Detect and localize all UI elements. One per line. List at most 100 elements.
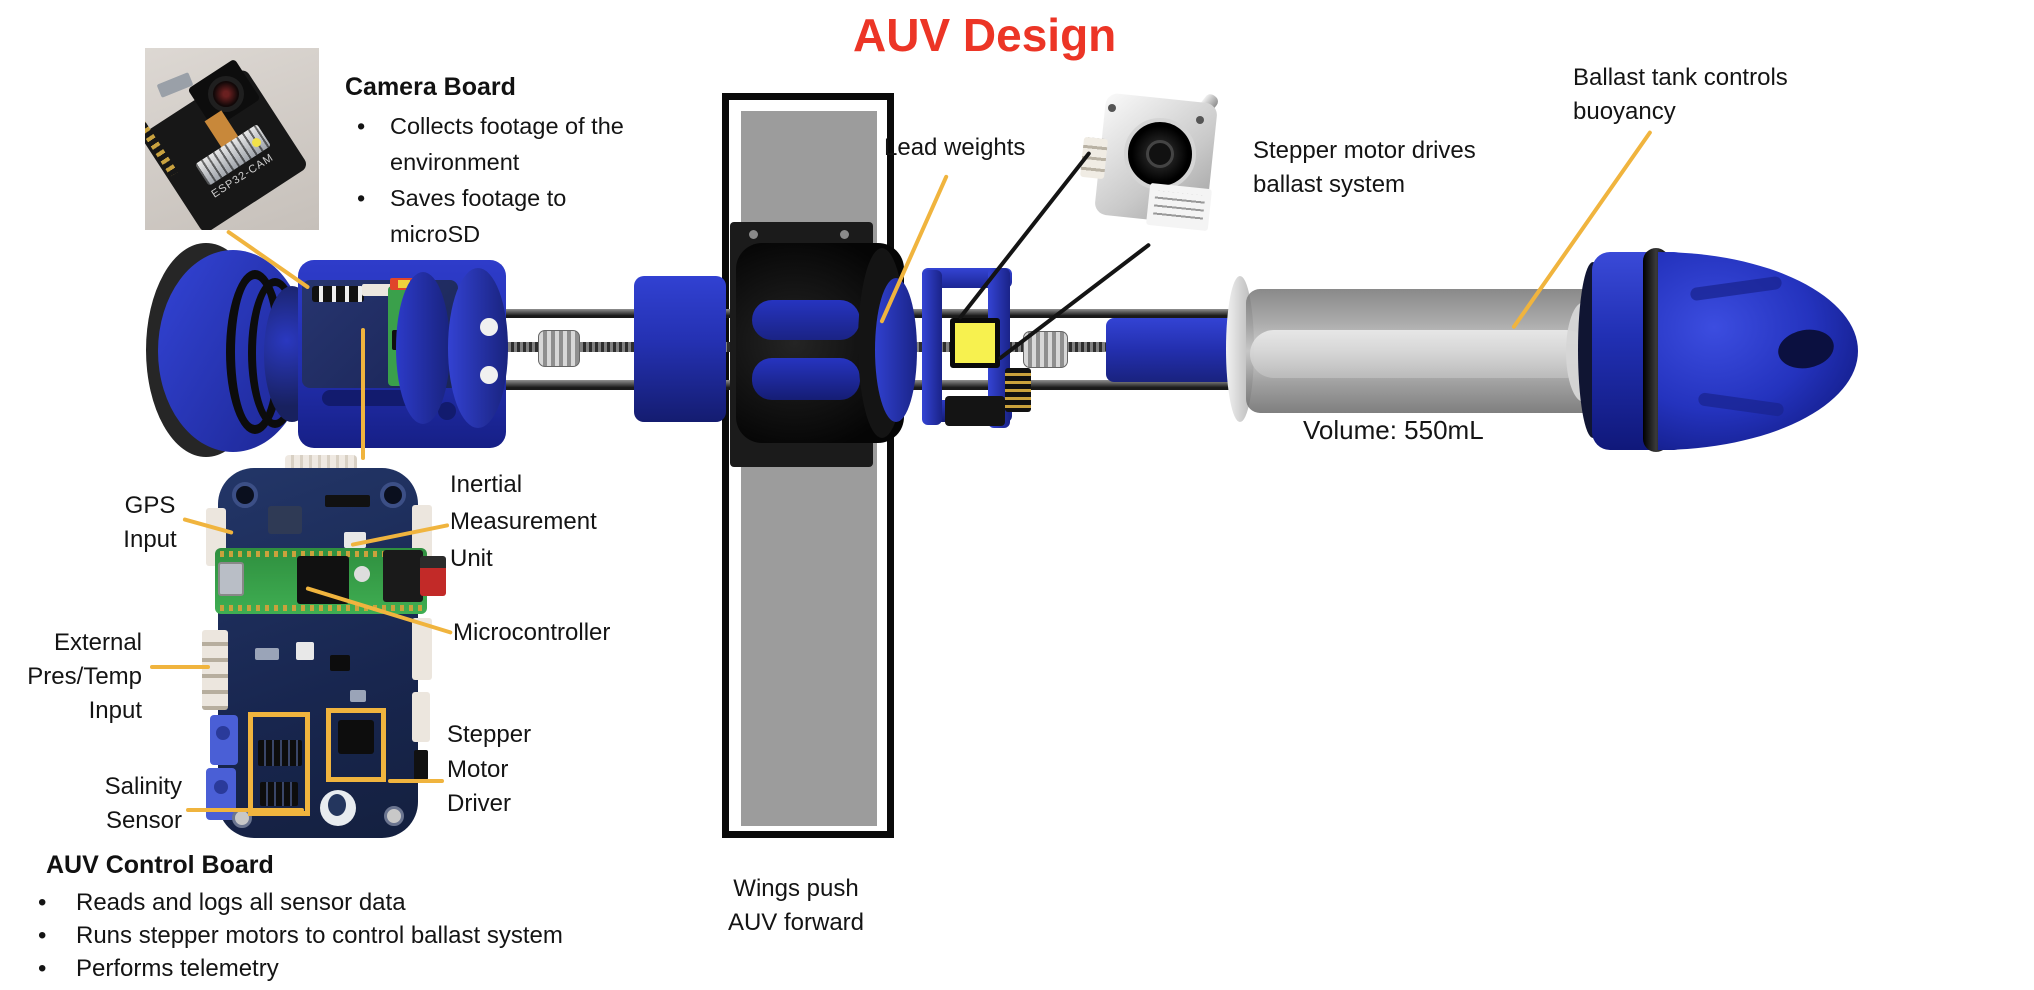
- terminal-block-1: [210, 715, 238, 765]
- label-line: Stepper: [447, 721, 532, 748]
- control-bullet-1: Reads and logs all sensor data: [30, 886, 670, 919]
- stepper-screw-2: [1196, 116, 1204, 124]
- prestemp-port-connector: [202, 630, 228, 710]
- board-right-black-connector: [414, 750, 428, 780]
- stepper-motor-base: [945, 396, 1005, 426]
- hub-slot-top: [752, 300, 860, 340]
- shaft-coupler-right: [1023, 331, 1068, 368]
- label-line: Salinity: [104, 773, 182, 800]
- microsd-card: [420, 556, 446, 596]
- stepper-driver-callout-line: [388, 779, 444, 783]
- stepper-screw-1: [1108, 104, 1116, 112]
- label-line: Motor: [447, 755, 509, 783]
- board-small-chip-1: [255, 648, 279, 660]
- control-board-heading: AUV Control Board: [46, 851, 274, 879]
- board-screw-bottom-right: [384, 806, 404, 826]
- label-line: Wings push: [733, 875, 859, 902]
- syringe-inner-barrel: [1250, 330, 1590, 378]
- label-stepper-motor: Stepper motor drives ballast system: [1253, 134, 1476, 202]
- camera-led: [252, 138, 261, 147]
- label-imu: Inertial Measurement Unit: [450, 466, 597, 577]
- label-line: Input: [88, 697, 142, 724]
- control-bullet-3: Performs telemetry: [30, 952, 670, 985]
- stepper-label-textlines: [1152, 190, 1206, 224]
- label-stepper-driver: Stepper Motor Driver: [447, 718, 531, 822]
- stepper-photo: [1079, 82, 1232, 252]
- label-line: AUV forward: [727, 909, 865, 936]
- label-line: Unit: [450, 545, 493, 572]
- label-gps-input: GPS Input: [105, 489, 195, 557]
- sled-hole-2: [438, 402, 456, 420]
- limit-sensor-pcb: [1005, 368, 1031, 412]
- camera-bullet-1: Collects footage of the environment: [345, 108, 635, 180]
- control-bullet-2: Runs stepper motors to control ballast s…: [30, 919, 670, 952]
- stepper-label: [1145, 182, 1213, 232]
- board-pin-header: [325, 495, 370, 507]
- label-line: GPS: [124, 492, 176, 519]
- camera-board-bullets: Collects footage of the environment Save…: [345, 108, 635, 252]
- sled-pcb-header: [312, 286, 364, 302]
- board-sd-socket: [268, 506, 302, 534]
- label-line: Measurement: [450, 508, 597, 535]
- microsd-socket: [383, 550, 423, 602]
- stepper-callout-line-1: [957, 150, 1092, 321]
- label-line: Input: [123, 526, 177, 553]
- label-ballast-tank: Ballast tank controls buoyancy: [1573, 61, 1788, 129]
- teensy-usb: [218, 562, 244, 596]
- sled-slot: [322, 390, 412, 406]
- control-board-section: AUV Control Board Reads and logs all sen…: [30, 850, 670, 985]
- standoff-2: [480, 366, 498, 384]
- terminal-screw-2: [214, 780, 228, 794]
- board-hole-top-right: [380, 482, 406, 508]
- camera-lens: [208, 76, 244, 112]
- board-small-chip-2: [330, 655, 350, 671]
- label-line: Sensor: [105, 807, 182, 834]
- board-right-connector-low: [412, 692, 430, 742]
- label-wings: Wings push AUV forward: [700, 872, 892, 940]
- label-line: ballast system: [1253, 171, 1406, 198]
- board-small-chip-3: [350, 690, 366, 702]
- bulkhead-disc-1: [396, 272, 450, 424]
- label-line: Driver: [447, 790, 511, 817]
- label-volume: Volume: 550mL: [1303, 415, 1484, 445]
- camera-board-heading: Camera Board: [345, 73, 516, 101]
- teensy-button: [354, 566, 370, 582]
- salinity-chip-1: [258, 740, 302, 766]
- label-line: Pres/Temp: [27, 663, 142, 690]
- label-line: Stepper motor drives: [1253, 137, 1476, 164]
- board-callout-line-vertical: [361, 328, 365, 460]
- camera-small-component: [156, 72, 194, 98]
- ext-pres-callout-line: [150, 665, 210, 669]
- hub-screw-2: [840, 230, 849, 239]
- standoff-1: [480, 318, 498, 336]
- bracket-left-plate: [922, 270, 942, 425]
- stepper-motor-highlight: [950, 318, 1000, 368]
- mid-cylinder: [634, 276, 726, 422]
- board-regulator: [296, 642, 314, 660]
- hub-slot-bottom: [752, 358, 860, 400]
- stepper-driver-highlight-box: [326, 708, 386, 782]
- board-hole-top-left: [232, 482, 258, 508]
- label-microcontroller: Microcontroller: [453, 619, 611, 646]
- camera-board-section: Camera Board Collects footage of the env…: [345, 72, 635, 252]
- shaft-coupler-mid: [538, 330, 580, 367]
- label-lead-weights: Lead weights: [884, 134, 1026, 161]
- plunger-rod: [1106, 318, 1246, 382]
- globe-logo: [320, 790, 356, 826]
- stepper-driver-chip: [338, 720, 374, 754]
- page-title: AUV Design: [853, 9, 1117, 61]
- label-ext-pres-temp: External Pres/Temp Input: [20, 626, 142, 728]
- camera-bullet-2: Saves footage to microSD: [345, 180, 635, 252]
- bulkhead-disc-2: [448, 268, 508, 428]
- stepper-shaft-hub: [1146, 140, 1174, 168]
- teensy-pins-bottom: [220, 605, 422, 611]
- terminal-screw-1: [216, 726, 230, 740]
- label-line: External: [53, 629, 142, 656]
- label-salinity-sensor: Salinity Sensor: [80, 770, 182, 838]
- salinity-highlight-box: [248, 712, 310, 816]
- teensy-pins-top: [220, 551, 422, 557]
- globe-continent: [328, 794, 346, 816]
- salinity-callout-line: [186, 808, 304, 812]
- terminal-block-2: [206, 768, 236, 820]
